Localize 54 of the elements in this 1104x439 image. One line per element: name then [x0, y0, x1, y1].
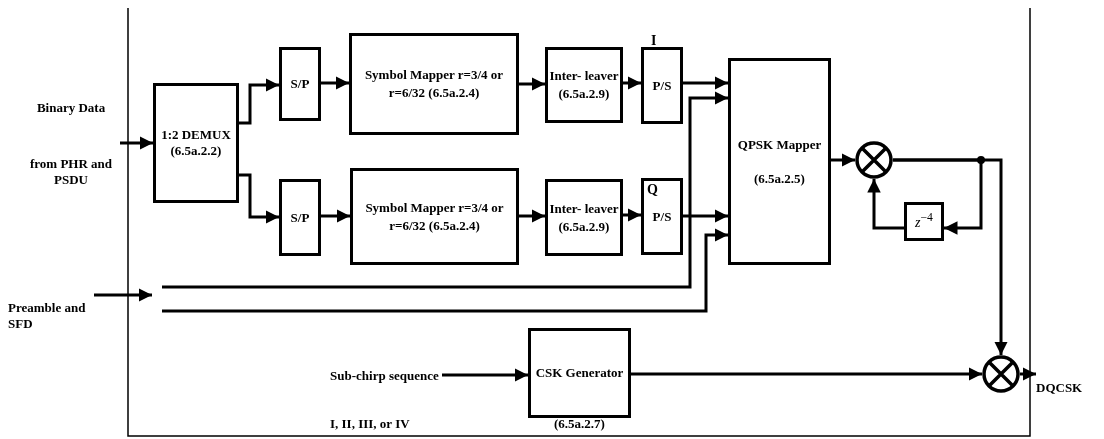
input-label: from PHR and PSDU — [28, 156, 114, 188]
input-label: DQCSK — [1036, 380, 1084, 396]
arrow — [519, 77, 545, 91]
input-label: Sub-chirp sequence — [330, 368, 440, 384]
arrow — [239, 173, 279, 224]
process-block — [279, 47, 321, 121]
block-label: CSK Generator — [535, 365, 624, 381]
arrow — [683, 76, 728, 90]
multiplier-symbol — [855, 141, 893, 179]
arrow — [321, 76, 349, 90]
arrow — [162, 228, 728, 313]
process-block — [641, 178, 683, 255]
process-block — [545, 47, 623, 123]
signal-label: Q — [647, 182, 658, 199]
block-label: QPSK Mapper (6.5a.2.5) — [736, 135, 823, 188]
block-label: P/S — [652, 77, 672, 94]
process-block — [153, 83, 239, 203]
block-label: S/P — [290, 209, 310, 226]
input-label: I, II, III, or IV — [330, 416, 411, 432]
arrow — [1020, 367, 1036, 381]
process-block — [728, 58, 831, 265]
block-label: Symbol Mapper r=3/4 or r=6/32 (6.5a.2.4) — [363, 66, 505, 102]
input-label: Preamble and SFD — [8, 300, 87, 332]
block-label: Inter- leaver (6.5a.2.9) — [548, 67, 620, 103]
process-block — [279, 179, 321, 256]
block-label: 1:2 DEMUX (6.5a.2.2) — [160, 127, 232, 159]
arrow — [683, 209, 728, 223]
block-label: S/P — [290, 76, 310, 92]
arrow — [94, 288, 152, 302]
multiplier-symbol — [982, 355, 1020, 393]
arrow — [519, 209, 545, 223]
block-label: (6.5a.2.7) — [553, 416, 606, 432]
arrow — [867, 179, 904, 230]
block-label: P/S — [652, 208, 672, 225]
arrow — [831, 153, 855, 167]
block-label: Symbol Mapper r=3/4 or r=6/32 (6.5a.2.4) — [364, 198, 505, 235]
arrow — [321, 209, 350, 223]
process-block — [545, 179, 623, 256]
arrow — [120, 136, 153, 150]
process-block — [904, 202, 944, 241]
input-label: Binary Data — [35, 100, 107, 116]
block-label: z$^{−4}$ — [915, 211, 933, 232]
arrow — [623, 76, 641, 90]
arrow — [893, 158, 983, 235]
arrow — [162, 91, 728, 289]
signal-label: I — [651, 33, 657, 50]
arrow — [623, 208, 641, 222]
arrow — [442, 368, 528, 382]
process-block — [641, 47, 683, 124]
process-block — [349, 33, 519, 135]
process-block — [350, 168, 519, 265]
arrow — [631, 367, 982, 381]
block-label: Inter- leaver (6.5a.2.9) — [548, 199, 620, 236]
arrow — [239, 78, 279, 125]
